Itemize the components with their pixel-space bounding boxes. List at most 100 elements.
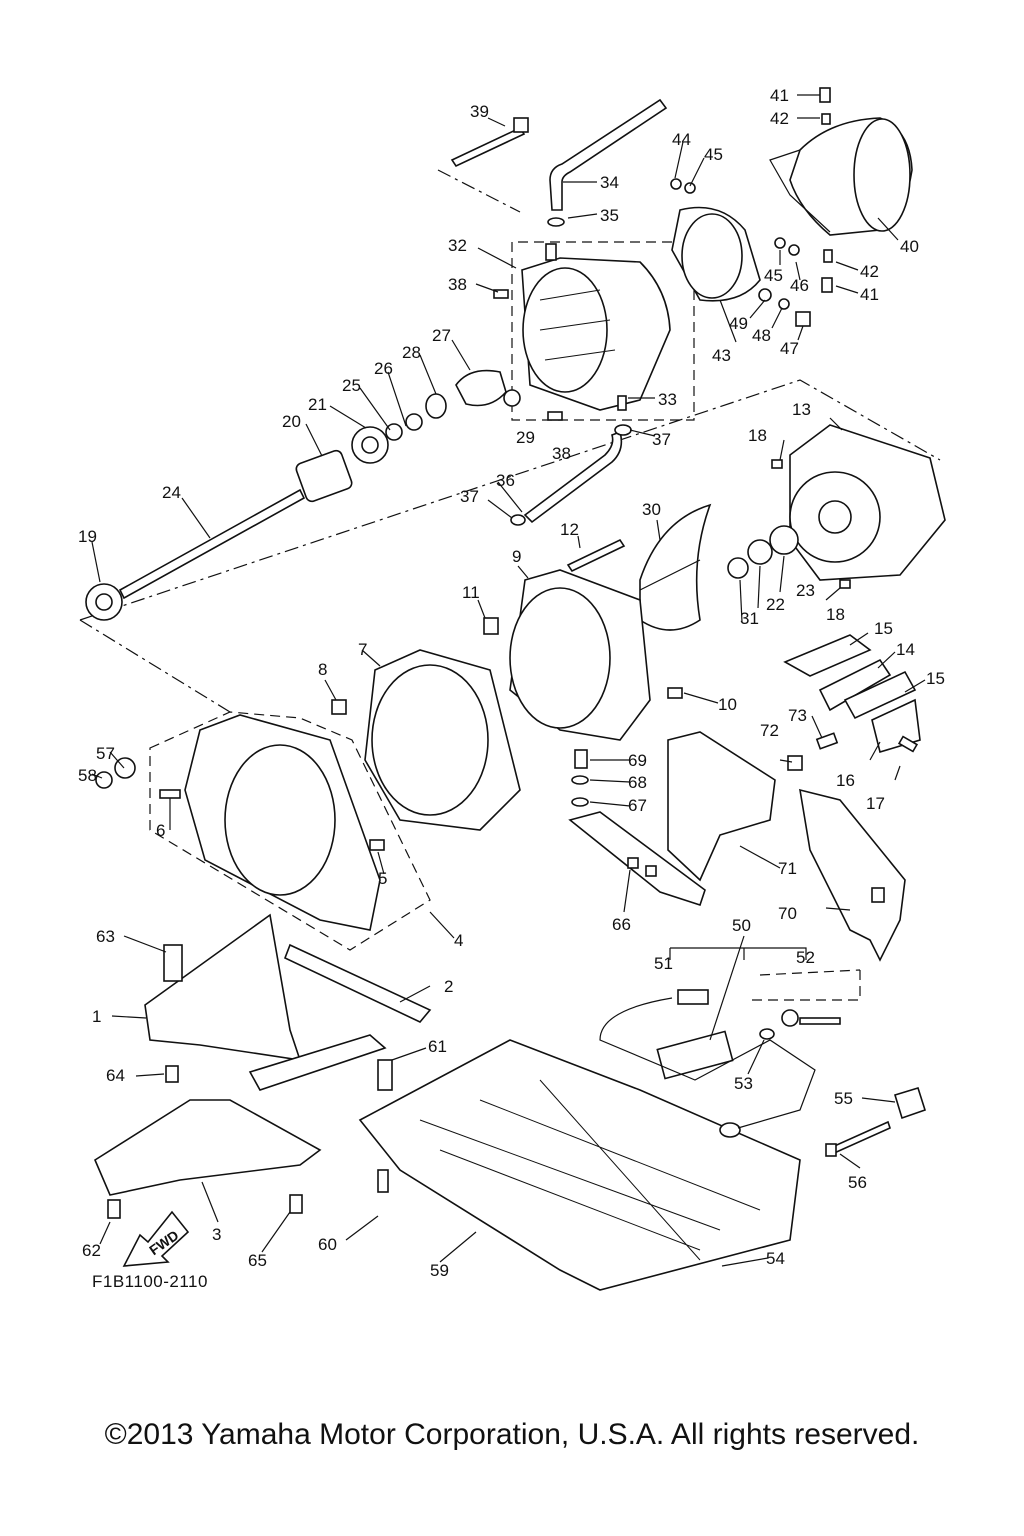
callout-16: 16 xyxy=(836,771,855,790)
callout-44: 44 xyxy=(672,130,691,149)
callout-41a: 41 xyxy=(770,86,789,105)
callout-14: 14 xyxy=(896,640,915,659)
callout-33: 33 xyxy=(658,390,677,409)
callout-34: 34 xyxy=(600,173,619,192)
jet-housing xyxy=(493,243,671,421)
callout-8: 8 xyxy=(318,660,327,679)
callout-32: 32 xyxy=(448,236,467,255)
callout-51: 51 xyxy=(654,954,673,973)
callout-55: 55 xyxy=(834,1089,853,1108)
bracket-71 xyxy=(568,731,776,907)
callout-40: 40 xyxy=(900,237,919,256)
intake-duct-9 xyxy=(483,538,683,741)
callout-70: 70 xyxy=(778,904,797,923)
sensor-group-50-53 xyxy=(599,989,841,1138)
callout-49: 49 xyxy=(729,314,748,333)
bolt-39 xyxy=(450,117,529,168)
callout-43: 43 xyxy=(712,346,731,365)
callout-61: 61 xyxy=(428,1037,447,1056)
fwd-arrow: FWD xyxy=(122,1210,190,1267)
hose-34 xyxy=(547,98,668,227)
callout-58: 58 xyxy=(78,766,97,785)
callout-18a: 18 xyxy=(748,426,767,445)
copyright-notice: ©2013 Yamaha Motor Corporation, U.S.A. A… xyxy=(104,1418,920,1451)
impeller-housing-13 xyxy=(727,424,946,589)
callout-19: 19 xyxy=(78,527,97,546)
callout-17: 17 xyxy=(866,794,885,813)
strap-55-56 xyxy=(825,1087,926,1157)
callout-12: 12 xyxy=(560,520,579,539)
callout-69: 69 xyxy=(628,751,647,770)
callout-66: 66 xyxy=(612,915,631,934)
jet-nozzle-deflector xyxy=(769,87,913,293)
drive-shaft-assembly xyxy=(85,369,521,621)
leader-lines xyxy=(91,94,926,1267)
washers-67-69 xyxy=(571,749,589,807)
callout-labels: 1234567891011121314151516171818192021222… xyxy=(78,86,945,1280)
callout-67: 67 xyxy=(628,796,647,815)
callout-11: 11 xyxy=(462,583,480,602)
callout-57: 57 xyxy=(96,744,115,763)
callout-39: 39 xyxy=(470,102,489,121)
callout-42b: 42 xyxy=(860,262,879,281)
engine-mount-3 xyxy=(93,1099,322,1219)
callout-56: 56 xyxy=(848,1173,867,1192)
callout-31: 31 xyxy=(740,609,759,628)
callout-15a: 15 xyxy=(874,619,893,638)
callout-28: 28 xyxy=(402,343,421,362)
callout-35: 35 xyxy=(600,206,619,225)
callout-23: 23 xyxy=(796,581,815,600)
callout-29: 29 xyxy=(516,428,535,447)
callout-4: 4 xyxy=(454,931,463,950)
callout-38b: 38 xyxy=(552,444,571,463)
callout-68: 68 xyxy=(628,773,647,792)
callout-73: 73 xyxy=(788,706,807,725)
callout-52: 52 xyxy=(796,948,815,967)
callout-25: 25 xyxy=(342,376,361,395)
callout-7: 7 xyxy=(358,640,367,659)
hose-36 xyxy=(510,424,632,526)
callout-22: 22 xyxy=(766,595,785,614)
callout-41b: 41 xyxy=(860,285,879,304)
steering-nozzle-ring xyxy=(670,178,811,327)
callout-13: 13 xyxy=(792,400,811,419)
callout-48: 48 xyxy=(752,326,771,345)
callout-21: 21 xyxy=(308,395,327,414)
callout-5: 5 xyxy=(378,869,387,888)
callout-50: 50 xyxy=(732,916,751,935)
assembly-axis-lines xyxy=(79,169,941,1001)
callout-6: 6 xyxy=(156,821,165,840)
callout-24: 24 xyxy=(162,483,181,502)
callout-53: 53 xyxy=(734,1074,753,1093)
callout-15b: 15 xyxy=(926,669,945,688)
callout-20: 20 xyxy=(282,412,301,431)
callout-65: 65 xyxy=(248,1251,267,1270)
callout-26: 26 xyxy=(374,359,393,378)
mount-2 xyxy=(248,943,432,1091)
callout-54: 54 xyxy=(766,1249,785,1268)
callout-37a: 37 xyxy=(652,430,671,449)
callout-18b: 18 xyxy=(826,605,845,624)
intake-grate-4 xyxy=(95,714,385,931)
callout-60: 60 xyxy=(318,1235,337,1254)
callout-10: 10 xyxy=(718,695,737,714)
callout-71: 71 xyxy=(778,859,797,878)
callout-62: 62 xyxy=(82,1241,101,1260)
figure-code: F1B1100-2110 xyxy=(92,1272,208,1291)
callout-42a: 42 xyxy=(770,109,789,128)
callout-2: 2 xyxy=(444,977,453,996)
intake-duct-7 xyxy=(331,649,521,831)
callout-72: 72 xyxy=(760,721,779,740)
callout-36: 36 xyxy=(496,471,515,490)
callout-64: 64 xyxy=(106,1066,125,1085)
callout-45b: 45 xyxy=(764,266,783,285)
ride-plate-59 xyxy=(358,1039,801,1291)
inspection-cover-group xyxy=(783,634,921,771)
callout-3: 3 xyxy=(212,1225,221,1244)
callout-59: 59 xyxy=(430,1261,449,1280)
callout-63: 63 xyxy=(96,927,115,946)
callout-27: 27 xyxy=(432,326,451,345)
callout-9: 9 xyxy=(512,547,521,566)
engine-mount-1 xyxy=(144,913,302,1083)
